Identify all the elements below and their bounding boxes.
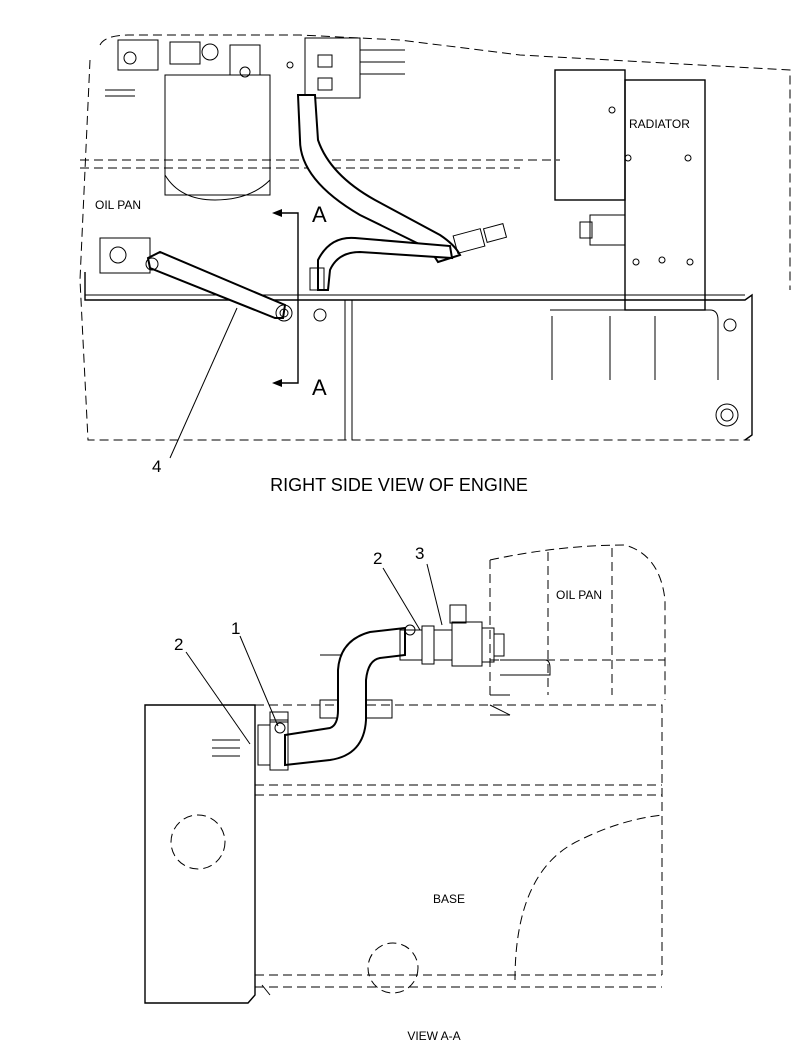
right-side-view: RADIATOR OIL PAN (79, 34, 791, 495)
caption-right-side-view: RIGHT SIDE VIEW OF ENGINE (270, 475, 528, 495)
callout-2-left-leader (185, 651, 251, 745)
drain-hose (284, 626, 406, 767)
view-a-a: OIL PAN BASE (144, 544, 666, 1043)
section-a-top: A (312, 202, 327, 227)
callout-2-right: 2 (373, 549, 382, 568)
callout-4: 4 (152, 457, 161, 476)
callout-2-right-leader (382, 567, 421, 631)
callout-3-leader (426, 563, 443, 626)
right-fitting (399, 604, 505, 667)
callout-4-leader (169, 307, 238, 459)
engine-outline (79, 34, 791, 441)
oil-pan-outline (489, 544, 666, 700)
drain-tube (146, 250, 287, 319)
center-block (304, 37, 405, 99)
left-fitting (212, 711, 289, 771)
callout-1-leader (239, 635, 279, 727)
base: BASE (144, 704, 663, 1004)
radiator-label: RADIATOR (629, 117, 690, 131)
oil-pan-label-top: OIL PAN (95, 198, 141, 212)
callout-3: 3 (415, 544, 424, 563)
middle-hose (317, 236, 454, 291)
radiator: RADIATOR (554, 69, 706, 311)
oil-pan-label-bottom: OIL PAN (556, 588, 602, 602)
section-a-bottom: A (312, 375, 327, 400)
caption-view-a-a: VIEW A-A (407, 1029, 460, 1043)
base-label: BASE (433, 892, 465, 906)
callout-1: 1 (231, 619, 240, 638)
section-line-a: A A (272, 202, 327, 400)
callout-2-left: 2 (174, 635, 183, 654)
lower-base (84, 272, 753, 441)
top-fittings (105, 39, 294, 201)
upper-hose (296, 94, 462, 264)
